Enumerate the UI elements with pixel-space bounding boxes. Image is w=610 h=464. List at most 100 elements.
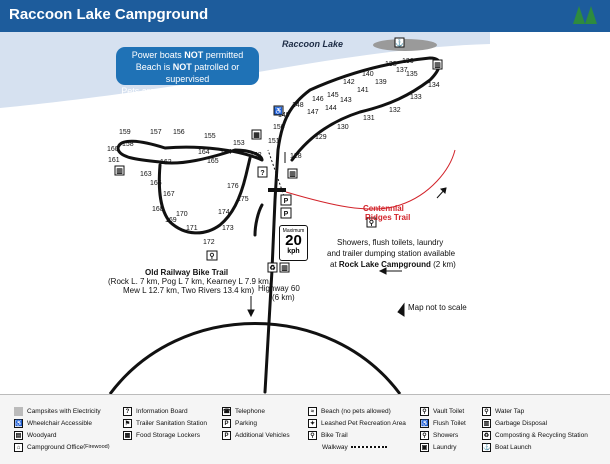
site-139: 139 (375, 79, 387, 86)
site-130: 130 (337, 124, 349, 131)
site-168: 168 (152, 206, 164, 213)
garbage-disposal-icon: ▥ (114, 165, 125, 176)
legend-item: ✦Leashed Pet Recreation Area (308, 418, 406, 428)
site-156: 156 (173, 129, 185, 136)
site-155: 155 (204, 133, 216, 140)
beach-icon: ≈ (308, 406, 317, 416)
legend-item: ⚓Boat Launch (482, 442, 532, 452)
site-167: 167 (163, 191, 175, 198)
legend-item: ⚲Bike Trail (308, 429, 348, 441)
legend-item: ⌂Campground Office (Firewood) (14, 441, 110, 453)
direction-arrows (247, 187, 447, 318)
telephone-icon: ☎ (222, 406, 231, 416)
notice-box: Power boats NOT permitted Beach is NOT p… (116, 47, 259, 96)
site-142: 142 (343, 79, 355, 86)
bike-trail-loop (253, 203, 264, 237)
highway-curve (108, 322, 402, 394)
centennial-ridges-trail (285, 149, 456, 210)
additional-vehicles-icon: P (280, 207, 292, 219)
site-143: 143 (340, 97, 352, 104)
legend-item: ?Information Board (123, 405, 188, 417)
garbage-disposal-icon: ▥ (279, 262, 290, 273)
site-150: 150 (273, 124, 285, 131)
bike-trail-icon: ⚲ (308, 430, 317, 440)
site-140: 140 (362, 71, 374, 78)
water-tap-icon: ⚲ (482, 406, 491, 416)
legend-item: Walkway (322, 441, 387, 453)
composting-recycling-icon: ♻ (482, 430, 491, 440)
information-board-icon: ? (257, 166, 268, 178)
campground-office-icon: ⌂ (14, 442, 23, 452)
site-162: 162 (160, 159, 172, 166)
site-137: 137 (396, 67, 408, 74)
legend-item: ⚑Trailer Sanitation Station (123, 418, 207, 428)
legend-item: ▥Garbage Disposal (482, 418, 548, 428)
additional-vehicles-icon: P (222, 430, 231, 440)
site-151: 151 (268, 138, 280, 145)
services-line-2: and trailer dumping station available (327, 249, 456, 258)
svg-text:⚲: ⚲ (369, 219, 374, 227)
woodyard-icon: ▤ (14, 430, 23, 440)
svg-text:?: ? (260, 170, 264, 177)
main-road (263, 56, 441, 394)
bike-trail-line-1: (Rock L. 7 km, Pog L 7 km, Kearney L 7.9… (108, 277, 271, 286)
showers-icon: ⚲ (420, 430, 429, 440)
site-174: 174 (218, 209, 230, 216)
bike-trail-title: Old Railway Bike Trail (145, 268, 228, 277)
leashed-pet-icon: ✦ (308, 418, 317, 428)
legend-item: ▣Laundry (420, 442, 457, 452)
site-141: 141 (357, 87, 369, 94)
scale-note: Map not to scale (408, 303, 467, 312)
flush-toilet-icon: ♿ (420, 418, 429, 428)
walkway-line (350, 446, 387, 448)
site-149: 149 (278, 112, 290, 119)
speed-limit-sign: Maximum 20 kph (279, 225, 308, 261)
parking-icon: P (280, 194, 292, 206)
svg-text:▥: ▥ (281, 265, 288, 272)
flush-toilet-icon: ♿ (273, 105, 284, 116)
site-176: 176 (227, 183, 239, 190)
site-146: 146 (312, 96, 324, 103)
boat-launch-icon: ⚓ (394, 37, 405, 48)
water-tap-icon: ⚲ (366, 217, 377, 228)
legend-item: ⚲Showers (420, 429, 458, 441)
site-163: 163 (140, 171, 152, 178)
site-153: 153 (233, 140, 245, 147)
tree-icon (585, 6, 597, 24)
trail-label-1: Centennial (363, 204, 404, 213)
svg-text:▥: ▥ (434, 62, 441, 69)
site-160: 160 (107, 146, 119, 153)
svg-text:P: P (284, 211, 289, 218)
legend-item: ▦Food Storage Lockers (123, 430, 200, 440)
notice-line-2: Beach is NOT patrolled or supervised (135, 62, 240, 84)
map-icons: ⚓ ▥ ♿ ▦ ▥ ? ▥ P P ⚲ ♻ ▥ ⚲ (114, 37, 443, 273)
site-157: 157 (150, 129, 162, 136)
legend: Campsites with Electricity ♿Wheelchair A… (0, 394, 610, 464)
services-line-1: Showers, flush toilets, laundry (337, 238, 443, 247)
site-131: 131 (363, 115, 375, 122)
legend-item: ▤Woodyard (14, 430, 57, 440)
legend-item: ♻Composting & Recycling Station (482, 430, 588, 440)
south-loop-road (157, 156, 252, 235)
tree-icon (573, 6, 585, 24)
campground-map: 159 157 156 155 153 154 164 165 152 160 … (0, 32, 490, 394)
lake-label: Raccoon Lake (282, 39, 344, 49)
header-bar: Raccoon Lake Campground (0, 0, 610, 32)
site-144: 144 (325, 105, 337, 112)
services-line-3: at Rock Lake Campground (2 km) (330, 260, 456, 269)
site-145: 145 (327, 92, 339, 99)
laundry-icon: ▣ (420, 442, 429, 452)
site-129: 129 (315, 134, 327, 141)
site-147: 147 (307, 109, 319, 116)
svg-text:⚲: ⚲ (209, 252, 214, 260)
site-171: 171 (186, 225, 198, 232)
boat-launch-icon: ⚓ (482, 442, 491, 452)
garbage-disposal-icon: ▥ (482, 418, 491, 428)
site-135: 135 (406, 71, 418, 78)
trail-label-2: Ridges Trail (365, 213, 410, 222)
composting-recycling-icon: ♻ (267, 262, 278, 273)
garbage-disposal-icon: ▥ (432, 59, 443, 70)
site-133: 133 (410, 94, 422, 101)
legend-item: ♿Wheelchair Accessible (14, 418, 93, 428)
site-134: 134 (428, 82, 440, 89)
